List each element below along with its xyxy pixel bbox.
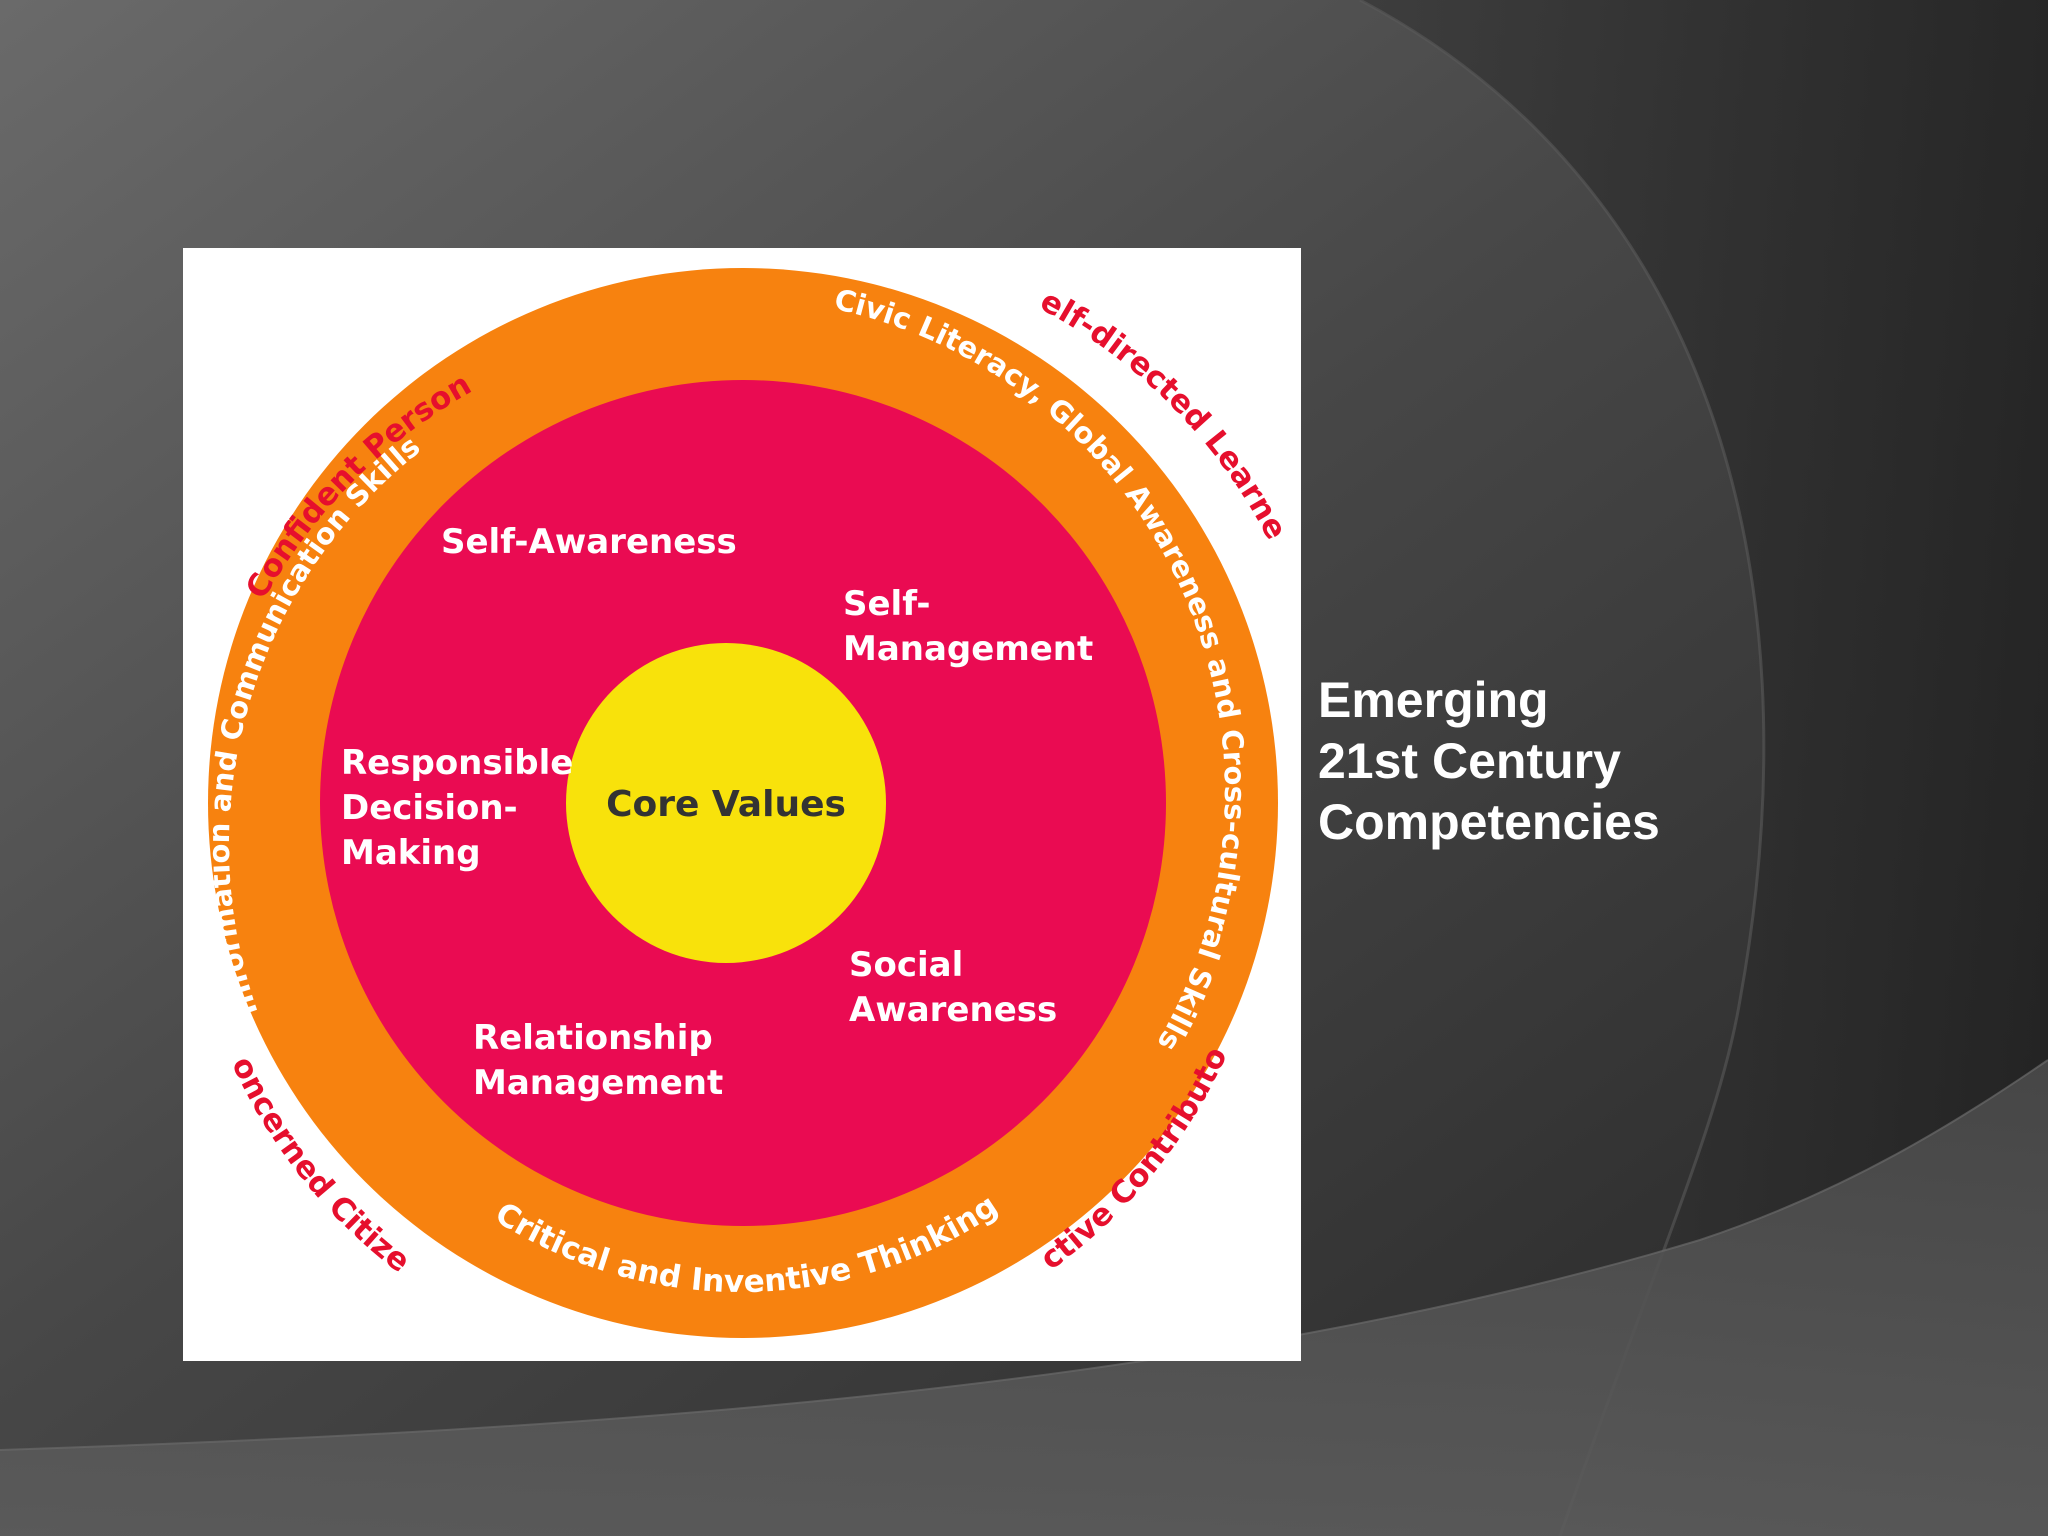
slide-title-line: 21st Century: [1318, 733, 1621, 789]
self-awareness-label: Self-Awareness: [441, 522, 737, 562]
slide-title: Emerging 21st Century Competencies: [1318, 670, 2018, 853]
self-management-label: Self- Management: [843, 584, 1093, 669]
core-circle: [566, 643, 886, 963]
slide-title-line: Emerging: [1318, 672, 1549, 728]
competencies-diagram-panel: Core Values Self-Awareness Self- Managem…: [183, 248, 1301, 1361]
slide-title-line: Competencies: [1318, 794, 1660, 850]
core-values-label: Core Values: [606, 784, 846, 825]
relationship-management-label: Relationship Management: [473, 1018, 725, 1103]
competencies-framework-diagram: Core Values Self-Awareness Self- Managem…: [183, 248, 1294, 1338]
social-awareness-label: Social Awareness: [849, 945, 1057, 1030]
responsible-decision-making-label: Responsible Decision- Making: [341, 743, 585, 873]
